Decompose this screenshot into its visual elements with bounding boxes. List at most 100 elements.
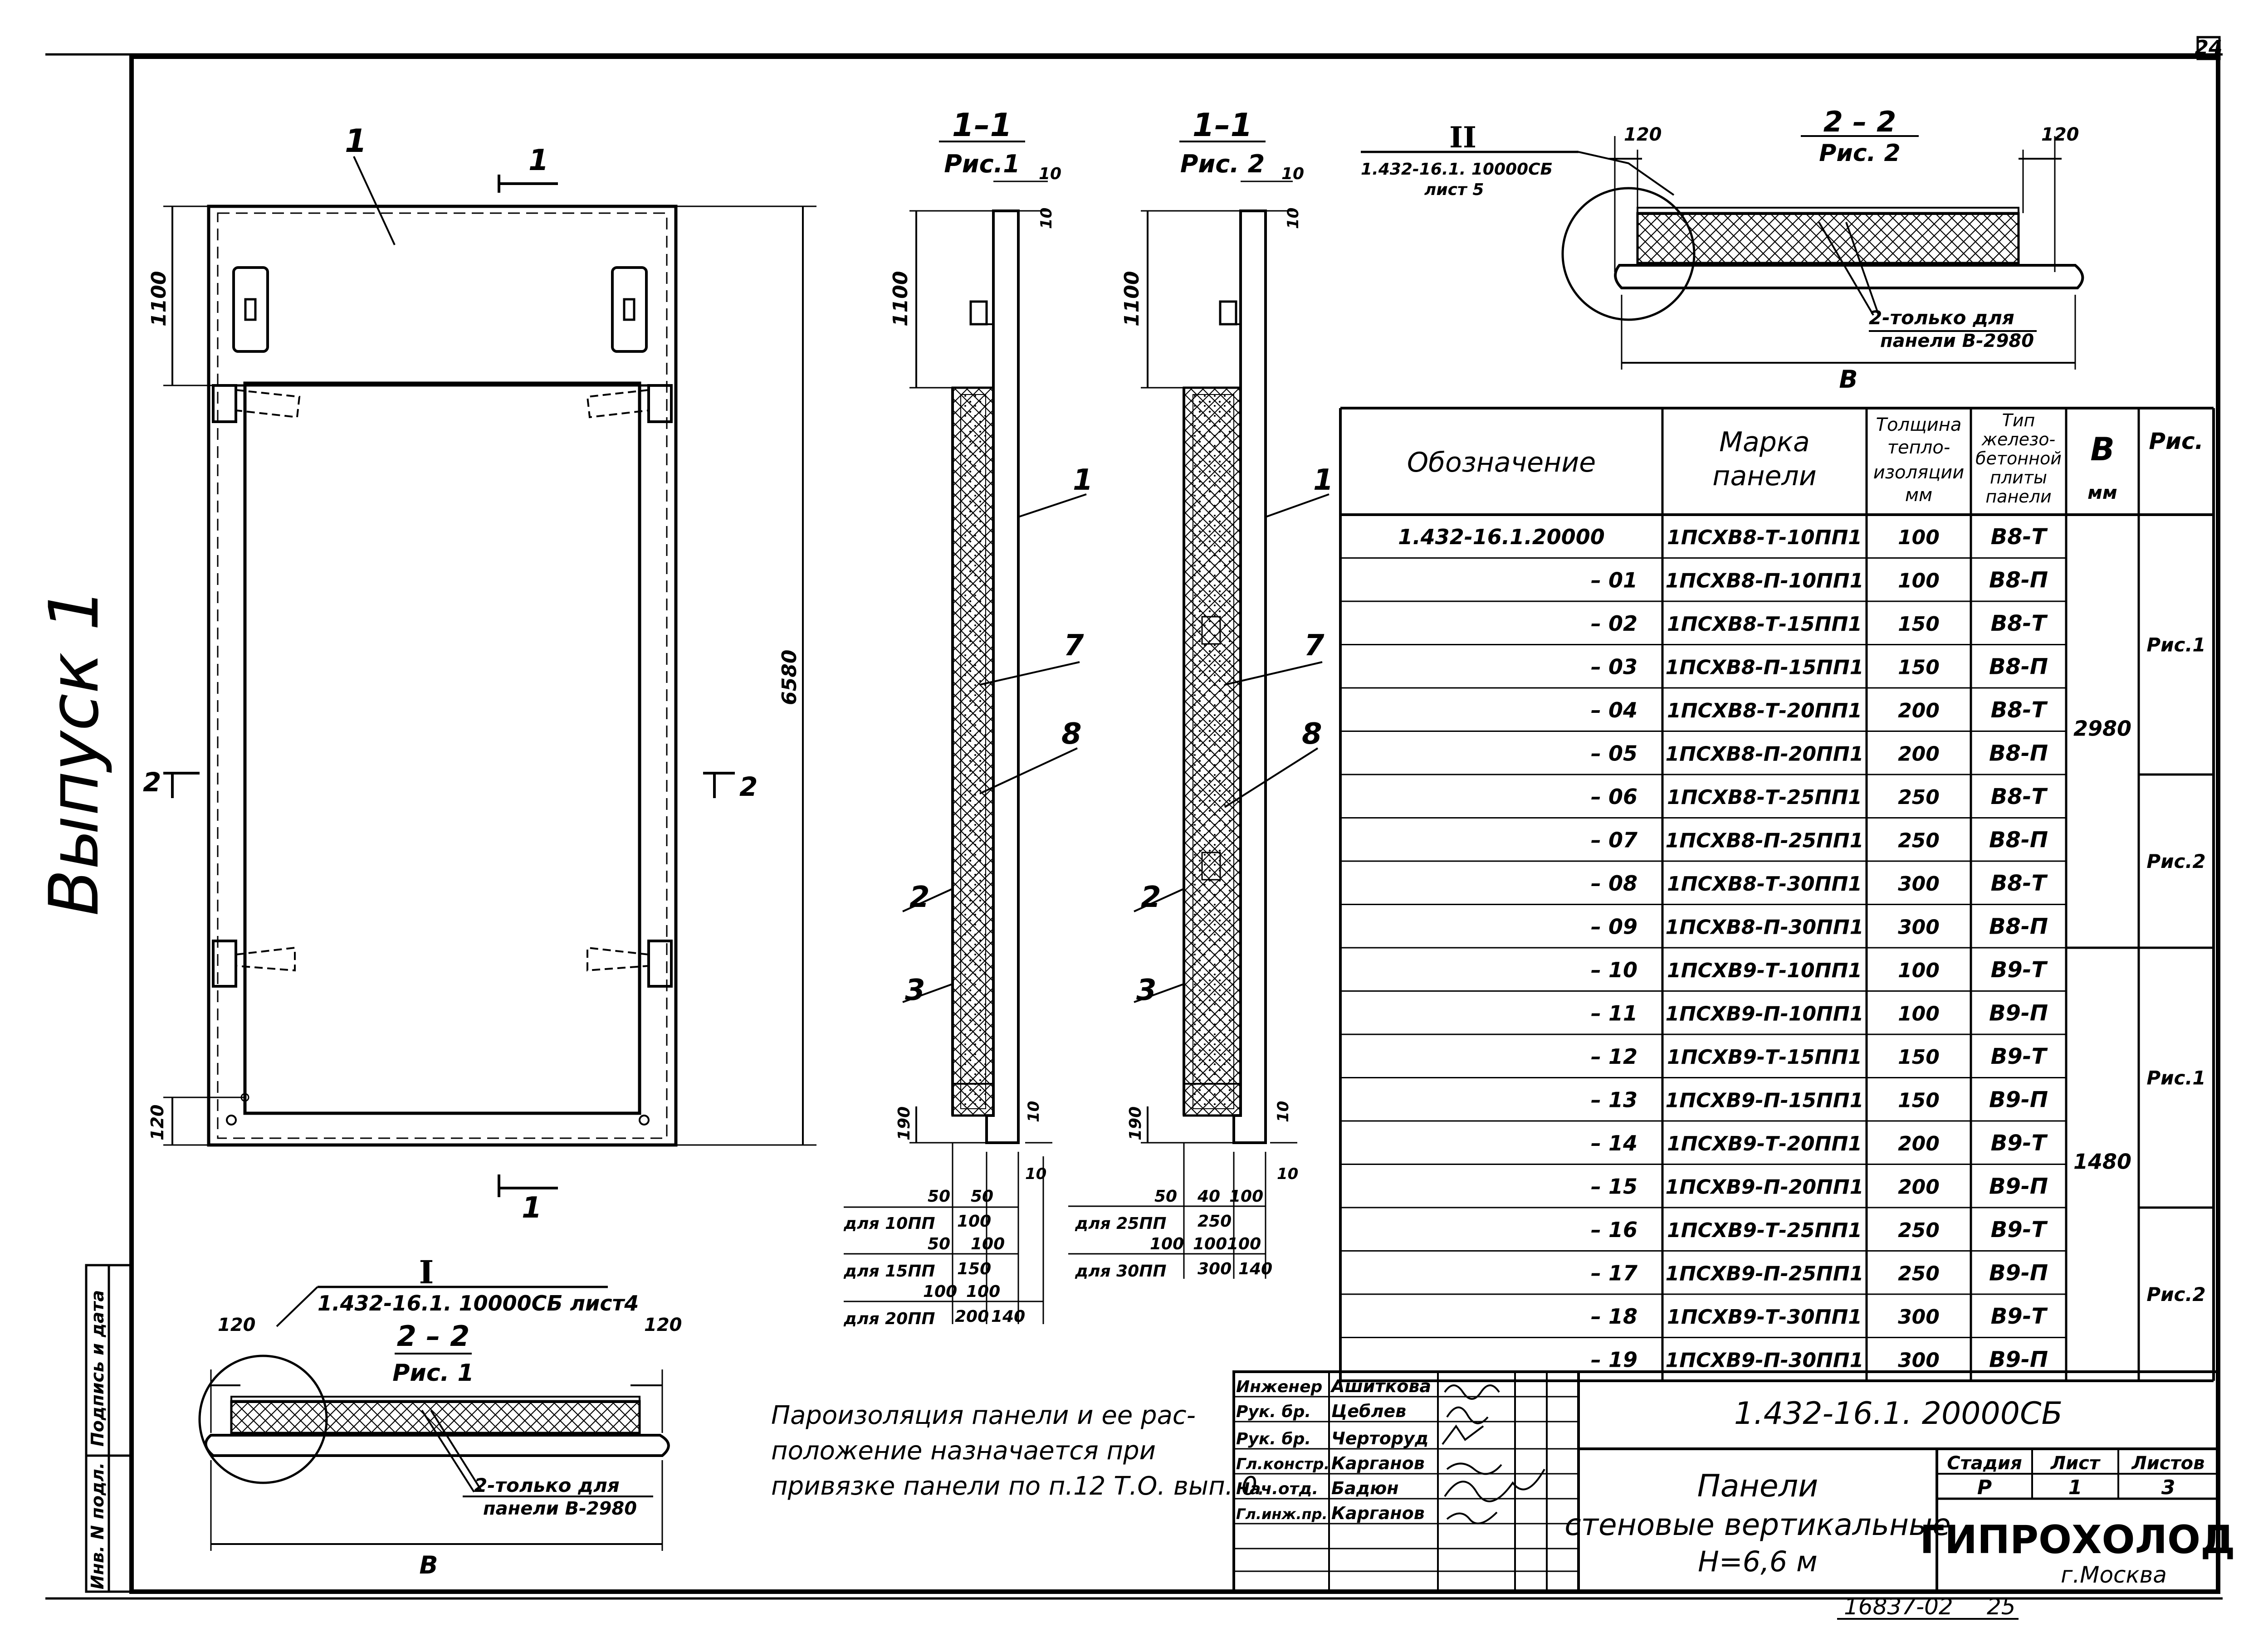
tb-sheets: 3 xyxy=(2161,1476,2175,1499)
detail-I-section-title: 2 – 2 xyxy=(397,1320,469,1353)
td-mark: 1ПСХВ9-П-30ПП1 xyxy=(1666,1349,1864,1372)
detail-II-drawing xyxy=(1361,135,2084,370)
td-designation: – 19 xyxy=(1591,1347,1637,1372)
detail-I-dim-left: 120 xyxy=(218,1315,256,1335)
th-thick-4: мм xyxy=(1905,485,1932,506)
tb-sheet-h: Лист xyxy=(2050,1453,2101,1474)
td-thickness: 200 xyxy=(1898,1132,1940,1155)
th-b-1: В xyxy=(2090,431,2114,468)
td-fig-2: Рис.1 xyxy=(2146,1067,2205,1089)
td-designation: – 10 xyxy=(1591,958,1637,982)
s2-r1-a: 50 xyxy=(1154,1187,1177,1206)
section-1-dim-br2: 10 xyxy=(1025,1165,1046,1183)
series-label: Выпуск 1 xyxy=(35,588,114,916)
section-1-labels: 1–1 Рис.1 10 10 1100 190 10 10 1 7 8 2 3… xyxy=(843,107,1093,1328)
tb-stage-h: Стадия xyxy=(1947,1453,2022,1474)
td-designation: – 08 xyxy=(1591,871,1637,896)
th-mark-1: Марка xyxy=(1719,426,1810,458)
td-type: В8-П xyxy=(1989,567,2048,593)
td-fig-0: Рис.1 xyxy=(2146,634,2205,656)
section-2-sub: Рис. 2 xyxy=(1180,150,1265,178)
section-2-callout-7: 7 xyxy=(1304,629,1325,663)
td-fig-1: Рис.2 xyxy=(2146,850,2205,872)
s1-r1-label: для 10ПП xyxy=(843,1214,935,1233)
td-thickness: 250 xyxy=(1898,829,1940,852)
s1-r3-b: 100 xyxy=(966,1282,1000,1301)
s2-r1-d: 250 xyxy=(1198,1212,1232,1231)
td-mark: 1ПСХВ8-Т-10ПП1 xyxy=(1667,526,1862,549)
th-thick-2: тепло- xyxy=(1887,437,1950,458)
td-type: В9-Т xyxy=(1991,957,2048,983)
s1-r3-d: 140 xyxy=(991,1307,1025,1326)
td-designation: – 18 xyxy=(1591,1304,1637,1329)
tb-name-1: Цеблев xyxy=(1331,1401,1406,1421)
section-2-title: 1–1 xyxy=(1193,107,1252,144)
td-thickness: 200 xyxy=(1898,699,1940,722)
section-1-dim-top2: 10 xyxy=(1037,208,1056,229)
tb-org: ГИПРОХОЛОД xyxy=(1920,1517,2235,1563)
tb-name-2: Черторуд xyxy=(1331,1428,1428,1448)
section-1-dim-br: 10 xyxy=(1025,1101,1043,1122)
s1-r2-label: для 15ПП xyxy=(843,1262,935,1281)
td-type: В8-Т xyxy=(1991,871,2048,896)
section-1-callout-7: 7 xyxy=(1064,629,1084,663)
th-b-2: мм xyxy=(2087,482,2117,503)
bottom-code: 16837-02 xyxy=(1844,1593,1953,1620)
detail-I-drawing xyxy=(198,1286,670,1551)
front-section-mark-bottom: 1 xyxy=(522,1191,542,1225)
th-type-4: плиты xyxy=(1990,468,2047,487)
td-designation: – 01 xyxy=(1591,568,1637,592)
th-designation: Обозначение xyxy=(1407,447,1596,478)
td-type: В9-П xyxy=(1989,1087,2048,1112)
front-dim-top: 1100 xyxy=(147,271,171,326)
th-type-2: железо- xyxy=(1981,429,2055,449)
td-mark: 1ПСХВ8-П-15ПП1 xyxy=(1666,656,1864,679)
td-mark: 1ПСХВ8-П-30ПП1 xyxy=(1666,916,1864,939)
td-type: В8-П xyxy=(1989,741,2048,766)
td-thickness: 200 xyxy=(1898,1175,1940,1199)
td-designation: – 13 xyxy=(1591,1087,1637,1112)
section-2-callout-2: 2 xyxy=(1141,881,1161,914)
td-thickness: 250 xyxy=(1898,1262,1940,1285)
front-view-labels: 1 1 1 2 2 1100 6580 120 xyxy=(143,122,801,1225)
td-thickness: 100 xyxy=(1898,1002,1940,1025)
th-thick-3: изоляции xyxy=(1873,462,1965,483)
td-type: В9-Т xyxy=(1991,1130,2048,1156)
td-fig-3: Рис.2 xyxy=(2146,1283,2205,1306)
td-mark: 1ПСХВ9-Т-10ПП1 xyxy=(1667,959,1862,982)
s1-r3-label: для 20ПП xyxy=(843,1310,935,1328)
front-cut-2-left: 2 xyxy=(143,767,161,798)
s2-r2-label: для 30ПП xyxy=(1075,1262,1166,1281)
s2-r1-label: для 25ПП xyxy=(1075,1214,1166,1233)
td-type: В8-Т xyxy=(1991,784,2048,809)
td-mark: 1ПСХВ8-П-25ПП1 xyxy=(1666,829,1864,852)
section-2-dim-top1: 10 xyxy=(1281,165,1304,183)
tb-sheets-h: Листов xyxy=(2131,1453,2205,1474)
section-2-callout-1: 1 xyxy=(1313,463,1334,497)
td-type: В9-П xyxy=(1989,1347,2048,1372)
tb-name-4: Бадюн xyxy=(1331,1478,1399,1498)
tb-name-5: Карганов xyxy=(1331,1503,1425,1523)
s1-r2-c: 150 xyxy=(957,1260,991,1278)
panel-front-view xyxy=(163,156,816,1197)
td-type: В9-Т xyxy=(1991,1217,2048,1242)
td-type: В9-П xyxy=(1989,1174,2048,1199)
td-thickness: 300 xyxy=(1898,1306,1940,1329)
td-thickness: 300 xyxy=(1898,872,1940,896)
td-designation: – 04 xyxy=(1591,698,1637,722)
tb-city: г.Москва xyxy=(2061,1562,2167,1588)
td-mark: 1ПСХВ8-Т-30ПП1 xyxy=(1667,872,1862,896)
td-designation: – 14 xyxy=(1591,1131,1637,1155)
note-line-3: привязке панели по п.12 Т.О. вып. 0. xyxy=(771,1471,1266,1501)
detail-II-dim-right: 120 xyxy=(2041,124,2079,145)
front-section-mark-top: 1 xyxy=(528,144,549,177)
td-mark: 1ПСХВ9-Т-20ПП1 xyxy=(1667,1132,1862,1155)
detail-I-dim-right: 120 xyxy=(644,1315,682,1335)
td-mark: 1ПСХВ8-Т-25ПП1 xyxy=(1667,786,1862,809)
td-designation: – 03 xyxy=(1591,654,1637,679)
tb-role-4: Нач.отд. xyxy=(1236,1480,1318,1498)
s1-r1-a: 50 xyxy=(928,1187,950,1206)
detail-I-ref: 1.432-16.1. 10000СБ лист4 xyxy=(318,1291,639,1315)
spec-table-text: ОбозначениеМаркапанелиТолщинатепло-изоля… xyxy=(1398,410,2205,1372)
tb-role-0: Инженер xyxy=(1236,1378,1322,1396)
